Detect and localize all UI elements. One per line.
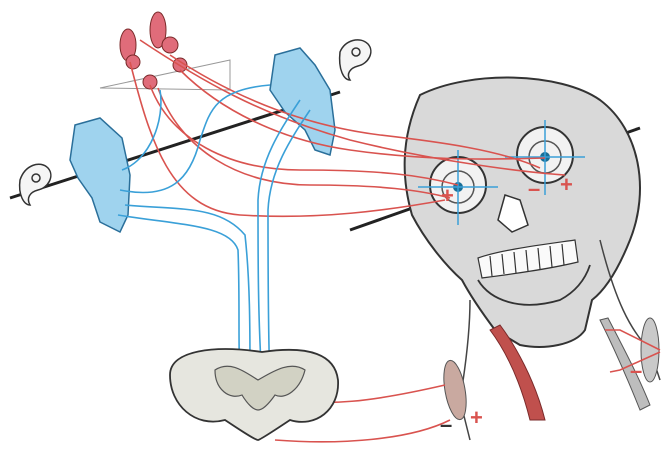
plus-mark-spindle: + xyxy=(470,405,483,430)
ear-icon-left xyxy=(20,164,51,205)
minus-mark-right-muscle: – xyxy=(630,358,642,383)
muscle-spindle-right xyxy=(641,318,659,382)
ear-icon-right xyxy=(340,40,371,80)
plus-mark-right-eye: + xyxy=(560,172,573,197)
spinal-cord-section xyxy=(170,349,338,440)
guide-lines xyxy=(100,60,230,90)
vestibular-nucleus-right xyxy=(270,48,335,155)
oculomotor-neurons xyxy=(120,12,187,89)
minus-mark-spindle: – xyxy=(440,412,452,437)
minus-mark-right-eye: – xyxy=(528,176,540,201)
plus-mark-left-eye: + xyxy=(441,183,454,208)
